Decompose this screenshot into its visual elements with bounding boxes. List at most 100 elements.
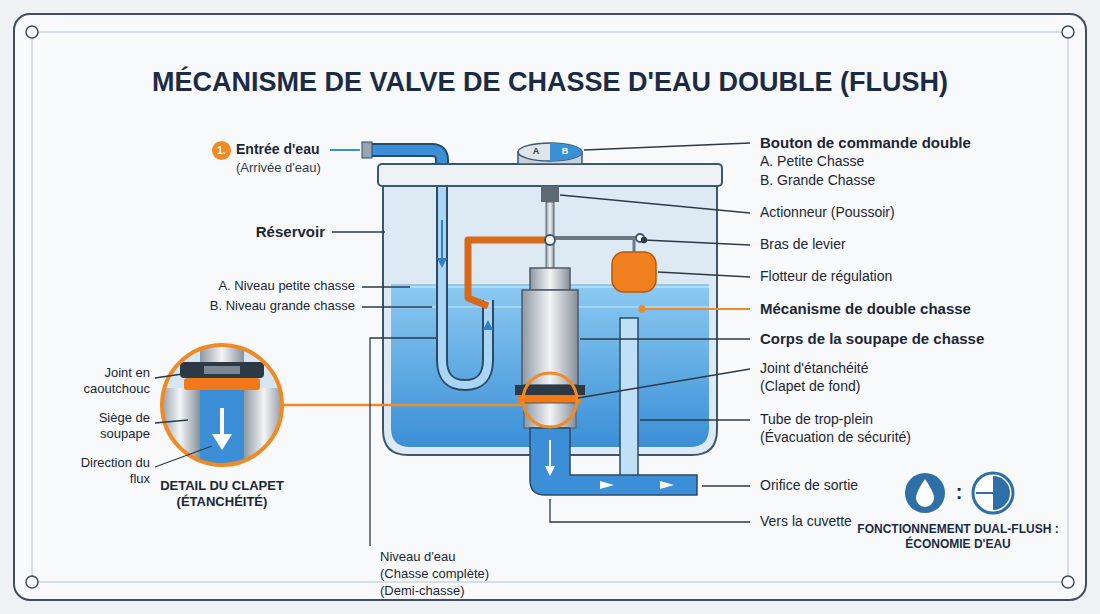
leader-lines [362,306,432,307]
inlet-sublabel: (Arrivée d'eau) [236,160,321,176]
leader-lines [155,372,196,378]
detail-part-label: Direction du flux [60,455,150,488]
dual-flush-icons [916,479,934,507]
part-label: Vers la cuvette [760,513,852,531]
leader-lines [550,499,750,522]
overflow-and-outlet [530,428,697,495]
leader-lines [155,420,188,423]
leader-lines [640,419,750,420]
frame [1062,576,1074,588]
seal-highlight [523,373,577,427]
level-label: A. Niveau petite chasse [218,278,355,294]
valve-body [524,403,576,428]
overflow-and-outlet [600,481,614,489]
part-label: Orifice de sortie [760,477,858,495]
callout-number: 1. [212,141,231,160]
inlet-pipe [483,320,493,330]
detail-circle [220,408,224,438]
part-label: Flotteur de régulation [760,268,892,286]
leader-lines [642,238,647,243]
part-sublabel: (Évacuation de sécurité) [760,429,911,447]
inlet-label: Entrée d'eau [236,141,319,159]
detail-circle [204,366,240,374]
frame [26,576,38,588]
leader-lines [644,240,750,245]
leader-lines [332,231,385,232]
valve-body [522,290,578,385]
leader-lines [330,149,360,151]
overflow-and-outlet [549,440,551,470]
dual-flush-icons [905,473,1013,513]
frame [1062,26,1074,38]
dual-flush-icons [993,476,1010,510]
leader-lines [639,306,645,312]
valve-body [515,268,585,428]
detail-circle [160,343,284,470]
part-label: Actionneur (Poussoir) [760,204,895,222]
push-button [518,143,582,161]
detail-circle [200,390,244,470]
lever-arms [550,236,640,240]
overflow-and-outlet [660,481,674,489]
push-button [546,202,554,270]
part-sublabel: A. Petite Chasse [760,153,864,171]
diagram-title: MÉCANISME DE VALVE DE CHASSE D'EAU DOUBL… [0,66,1100,100]
frame [14,14,1086,600]
leader-lines [578,369,750,398]
water-level-label: Niveau d'eau [380,549,455,565]
level-label: B. Niveau grande chasse [210,298,355,314]
callout-text: 1. [217,146,225,156]
part-label: Corps de la soupape de chasse [760,330,984,349]
part-label: Mécanisme de double chasse [760,300,971,319]
frame [32,32,1068,582]
detail-heading: DETAIL DU CLAPET (ÉTANCHÉITÉ) [137,478,307,511]
lever-arms [545,235,555,245]
push-button [550,143,582,161]
leader-lines [642,308,750,310]
part-label: Joint d'étanchéité [760,360,869,378]
detail-circle [212,434,232,450]
dual-flush-icons [973,473,1013,513]
push-button [541,186,559,202]
leader-lines [362,286,410,287]
inlet-pipe [441,220,443,262]
inlet-pipe [362,142,372,158]
leader-lines [702,485,750,486]
part-sublabel: (Clapet de fond) [760,378,860,396]
detail-part-label: Joint en caoutchouc [60,365,150,398]
button-letter: A [529,146,543,157]
button-letter: B [558,146,572,157]
leader-lines [560,195,750,213]
leader-lines [658,272,750,277]
overflow-and-outlet [620,318,638,478]
water-level-sublabel: (Demi-chasse) [380,583,465,599]
leader-lines [584,143,750,150]
lid [378,164,722,186]
dual-flush-icons [905,473,945,513]
frame [26,26,38,38]
part-label: Bras de levier [760,236,846,254]
economy-note: FONCTIONNEMENT DUAL-FLUSH : ÉCONOMIE D'E… [838,522,1078,552]
overflow-and-outlet [530,318,697,495]
detail-part-label: Siège de soupape [60,410,150,443]
part-label: Bouton de commande double [760,134,971,153]
part-sublabel: B. Grande Chasse [760,172,875,190]
seal-highlight [283,404,522,407]
detail-circle [160,343,284,470]
part-label: Tube de trop-plein [760,411,873,429]
detail-circle [184,378,260,390]
tank-label: Réservoir [256,223,325,242]
tank [383,186,717,455]
push-button [518,143,582,270]
valve-body [530,268,570,290]
water-level-sublabel: (Chasse complète) [380,566,489,582]
leader-lines [370,338,436,546]
ratio-sign: : [949,480,969,505]
overflow-and-outlet [545,466,555,476]
detail-circle [180,362,264,378]
lid [378,164,722,186]
tank [383,186,717,455]
leader-lines [155,446,212,467]
